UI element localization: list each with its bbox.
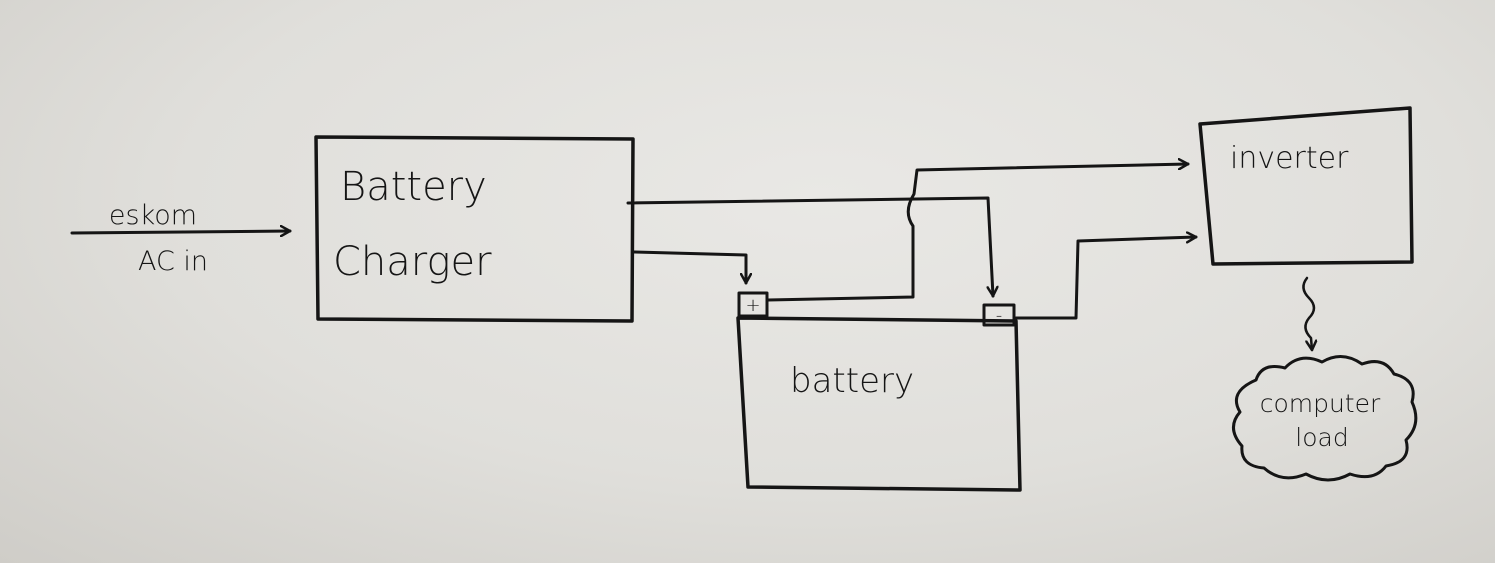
battery-positive-terminal [737, 291, 769, 318]
battery-charger-label-line2: Charger [333, 239, 492, 285]
wire-battery-negative-to-inverter [1014, 237, 1198, 320]
computer-load-label-line2: load [1295, 423, 1348, 452]
inverter-label: inverter [1230, 141, 1349, 176]
wire-charger-to-battery-negative [626, 196, 993, 298]
battery-negative-label: - [996, 305, 1003, 326]
battery-positive-label: + [745, 295, 760, 316]
battery-charger: Battery Charger [314, 135, 635, 323]
battery-negative-terminal [982, 303, 1016, 327]
input-source-label: eskom [109, 200, 197, 231]
inverter-box [1198, 106, 1414, 266]
battery-label: battery [790, 361, 914, 401]
inverter: inverter [1198, 106, 1414, 266]
wire-inverter-to-load [1302, 276, 1314, 352]
computer-load-cloud [1232, 355, 1418, 482]
ac-input-arrow [70, 231, 292, 233]
ac-input: eskom AC in [70, 200, 292, 277]
battery-charger-label-line1: Battery [340, 164, 487, 210]
battery-charger-box [314, 135, 635, 323]
wire-battery-positive-to-inverter [766, 164, 1190, 302]
computer-load: computer load [1232, 355, 1418, 482]
wire-charger-to-battery-positive [632, 250, 746, 285]
battery-body [736, 316, 1022, 492]
computer-load-label-line1: computer [1260, 389, 1381, 418]
input-type-label: AC in [138, 246, 208, 277]
battery: + - battery [736, 291, 1022, 492]
